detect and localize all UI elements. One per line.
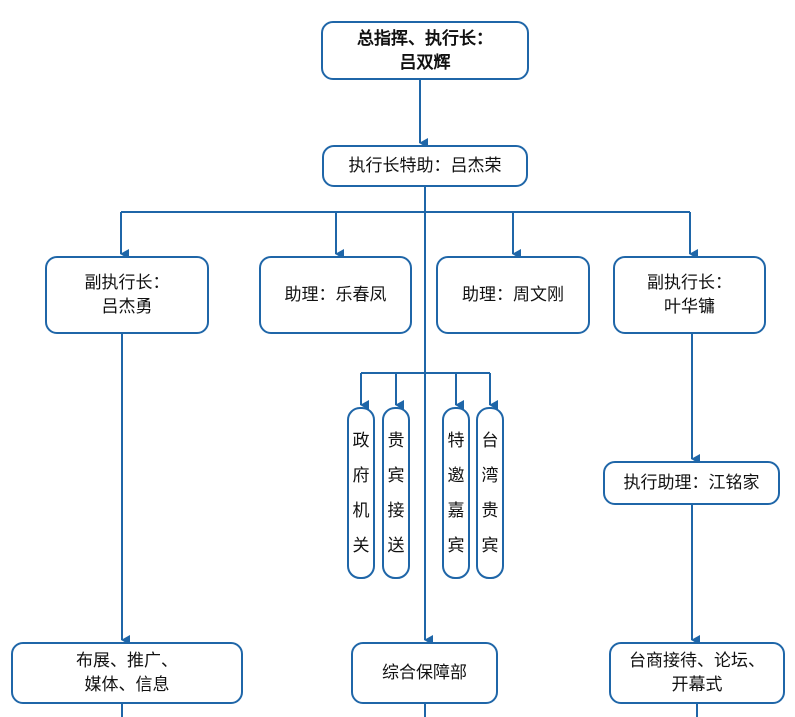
pill-char: 府 [352,465,370,486]
pill-char: 机 [352,500,370,521]
pill-char: 特 [447,430,465,451]
pill-char: 贵 [387,430,405,451]
pill-char: 关 [352,535,370,556]
pill-vip-transfer: 贵 宾 接 送 [382,407,410,579]
pill-char: 政 [352,430,370,451]
pill-char: 贵 [481,500,499,521]
bottom-right-line-2: 开幕式 [671,675,723,695]
bottom-right-line-1: 台商接待、论坛、 [629,651,765,671]
bottom-center-label: 综合保障部 [382,663,467,683]
assistant-1-label: 助理：乐春凤 [284,285,387,305]
vp-right-line-1: 副执行长： [647,273,732,293]
vp-right-box: 副执行长： 叶华镛 [613,256,766,334]
pill-char: 接 [387,500,405,521]
pill-char: 宾 [447,535,465,556]
pill-char: 台 [481,430,499,451]
exec-assistant-box: 执行助理：江铭家 [603,461,780,505]
vp-left-box: 副执行长： 吕杰勇 [45,256,209,334]
pill-char: 宾 [387,465,405,486]
pill-government: 政 府 机 关 [347,407,375,579]
vp-left-line-1: 副执行长： [84,273,170,293]
pill-special-guests: 特 邀 嘉 宾 [442,407,470,579]
special-assistant-label: 执行长特助：吕杰荣 [348,156,502,176]
assistant-1-box: 助理：乐春凤 [259,256,412,334]
assistant-2-box: 助理：周文刚 [436,256,590,334]
bottom-center-box: 综合保障部 [351,642,498,704]
bottom-right-box: 台商接待、论坛、 开幕式 [609,642,785,704]
pill-char: 宾 [481,535,499,556]
bottom-left-line-1: 布展、推广、 [76,651,178,671]
pill-char: 湾 [481,465,499,486]
pill-char: 送 [387,535,405,556]
assistant-2-label: 助理：周文刚 [462,285,564,305]
special-assistant-box: 执行长特助：吕杰荣 [322,145,528,187]
vp-left-line-2: 吕杰勇 [101,297,153,317]
pill-char: 嘉 [447,500,465,521]
pill-char: 邀 [447,465,465,486]
exec-assistant-label: 执行助理：江铭家 [623,473,760,493]
commander-line-2: 吕双辉 [399,52,451,73]
bottom-left-line-2: 媒体、信息 [84,675,170,695]
commander-line-1: 总指挥、执行长： [357,28,493,49]
vp-right-line-2: 叶华镛 [664,297,715,317]
bottom-left-box: 布展、推广、 媒体、信息 [11,642,243,704]
commander-box: 总指挥、执行长： 吕双辉 [321,21,529,80]
pill-taiwan-vip: 台 湾 贵 宾 [476,407,504,579]
